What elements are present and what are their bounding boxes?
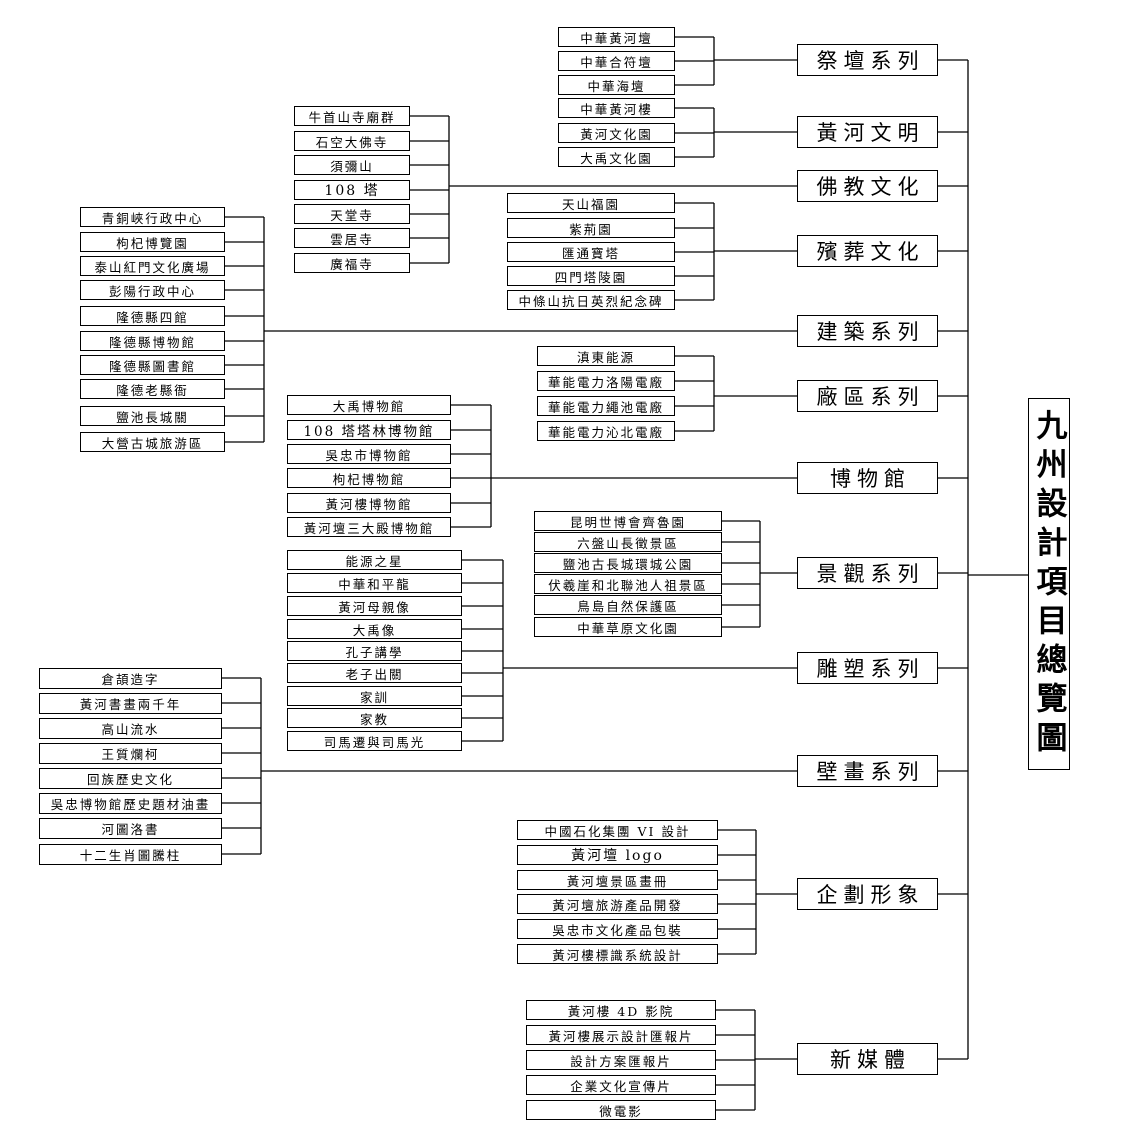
item-box: 家教: [287, 708, 462, 728]
item-box: 吳忠博物館歷史題材油畫: [39, 793, 222, 814]
category-sculpture-series: 雕塑系列: [797, 652, 938, 684]
item-box: 中華黃河樓: [558, 98, 675, 118]
item-box: 伏羲崖和北聯池人祖景區: [534, 574, 722, 594]
item-box: 雲居寺: [294, 228, 410, 248]
item-box: 能源之星: [287, 550, 462, 570]
item-box: 隆德縣博物館: [80, 331, 225, 351]
item-box: 108 塔: [294, 180, 410, 200]
item-box: 華能電力繩池電廠: [537, 396, 675, 416]
item-box: 四門塔陵園: [507, 266, 675, 286]
item-box: 匯通寶塔: [507, 242, 675, 262]
item-box: 鳥島自然保護區: [534, 595, 722, 615]
item-box: 黃河文化園: [558, 123, 675, 143]
item-box: 吳忠市博物館: [287, 444, 451, 464]
item-box: 彭陽行政中心: [80, 280, 225, 300]
diagram-title: 九州設計項目總覽圖: [1028, 398, 1070, 770]
item-box: 大禹文化園: [558, 147, 675, 167]
item-box: 枸杞博物館: [287, 468, 451, 488]
item-box: 黃河樓 4D 影院: [526, 1000, 716, 1020]
item-box: 王質爛柯: [39, 743, 222, 764]
item-box: 中華黃河壇: [558, 27, 675, 47]
item-box: 廣福寺: [294, 253, 410, 273]
item-box: 鹽池長城關: [80, 406, 225, 426]
item-box: 華能電力洛陽電廠: [537, 371, 675, 391]
item-box: 黃河壇景區畫冊: [517, 870, 718, 890]
item-box: 中華合符壇: [558, 51, 675, 71]
item-box: 鹽池古長城環城公園: [534, 553, 722, 573]
item-box: 十二生肖圖騰柱: [39, 844, 222, 865]
item-box: 牛首山寺廟群: [294, 106, 410, 126]
item-box: 枸杞博覽園: [80, 232, 225, 252]
item-box: 大禹博物館: [287, 395, 451, 415]
item-box: 黃河書畫兩千年: [39, 693, 222, 714]
item-box: 隆德老縣衙: [80, 379, 225, 399]
item-box: 黃河樓展示設計匯報片: [526, 1025, 716, 1045]
item-box: 中國石化集團 VI 設計: [517, 820, 718, 840]
item-box: 回族歷史文化: [39, 768, 222, 789]
category-mural-series: 壁畫系列: [797, 755, 938, 787]
category-museum: 博物館: [797, 462, 938, 494]
item-box: 河圖洛書: [39, 818, 222, 839]
item-box: 天堂寺: [294, 204, 410, 224]
item-box: 中條山抗日英烈紀念碑: [507, 290, 675, 310]
item-box: 大營古城旅游區: [80, 432, 225, 452]
item-box: 黃河壇 logo: [517, 845, 718, 865]
category-branding: 企劃形象: [797, 878, 938, 910]
item-box: 隆德縣圖書館: [80, 355, 225, 375]
item-box: 高山流水: [39, 718, 222, 739]
item-box: 青銅峽行政中心: [80, 207, 225, 227]
item-box: 石空大佛寺: [294, 131, 410, 151]
category-factory-series: 廠區系列: [797, 380, 938, 412]
item-box: 泰山紅門文化廣場: [80, 256, 225, 276]
item-box: 吳忠市文化產品包裝: [517, 919, 718, 939]
item-box: 家訓: [287, 686, 462, 706]
category-funeral-culture: 殯葬文化: [797, 235, 938, 267]
item-box: 中華草原文化園: [534, 617, 722, 637]
item-box: 黃河樓標識系統設計: [517, 944, 718, 964]
item-box: 黃河母親像: [287, 596, 462, 616]
item-box: 昆明世博會齊魯園: [534, 511, 722, 531]
item-box: 黃河壇旅游產品開發: [517, 894, 718, 914]
item-box: 設計方案匯報片: [526, 1050, 716, 1070]
item-box: 企業文化宣傳片: [526, 1075, 716, 1095]
item-box: 108 塔塔林博物館: [287, 420, 451, 440]
item-box: 孔子講學: [287, 641, 462, 661]
category-landscape-series: 景觀系列: [797, 557, 938, 589]
item-box: 微電影: [526, 1100, 716, 1120]
item-box: 滇東能源: [537, 346, 675, 366]
item-box: 天山福園: [507, 193, 675, 213]
item-box: 老子出關: [287, 663, 462, 683]
item-box: 黃河樓博物館: [287, 493, 451, 513]
category-altar-series: 祭壇系列: [797, 44, 938, 76]
item-box: 大禹像: [287, 619, 462, 639]
item-box: 中華海壇: [558, 75, 675, 95]
category-buddhist-culture: 佛教文化: [797, 170, 938, 202]
item-box: 六盤山長徵景區: [534, 532, 722, 552]
item-box: 紫荊園: [507, 218, 675, 238]
category-yellow-river-civilization: 黃河文明: [797, 116, 938, 148]
category-new-media: 新媒體: [797, 1043, 938, 1075]
category-architecture-series: 建築系列: [797, 315, 938, 347]
item-box: 華能電力沁北電廠: [537, 421, 675, 441]
item-box: 倉頡造字: [39, 668, 222, 689]
item-box: 黃河壇三大殿博物館: [287, 517, 451, 537]
item-box: 須彌山: [294, 155, 410, 175]
item-box: 中華和平龍: [287, 573, 462, 593]
item-box: 隆德縣四館: [80, 306, 225, 326]
item-box: 司馬遷與司馬光: [287, 731, 462, 751]
